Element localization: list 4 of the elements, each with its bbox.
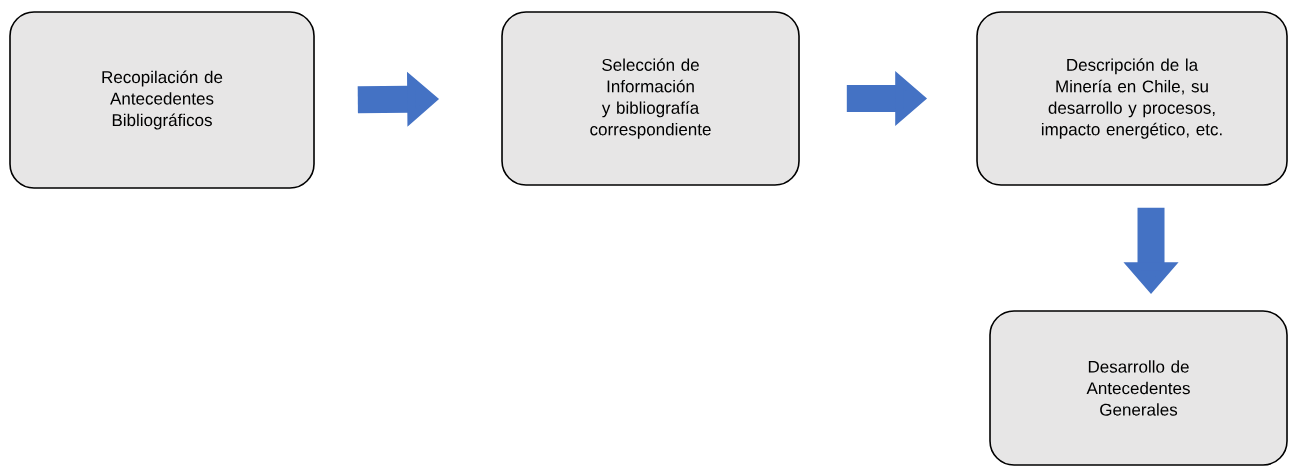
- process-box: Desarrollo de Antecedentes Generales: [989, 310, 1288, 466]
- process-box: Selección de Información y bibliografía correspondiente: [501, 11, 800, 186]
- process-box: Recopilación de Antecedentes Bibliográficos: [9, 11, 315, 189]
- process-box: Descripción de la Minería en Chile, su desarrollo y procesos, impacto energético, etc.: [976, 11, 1288, 186]
